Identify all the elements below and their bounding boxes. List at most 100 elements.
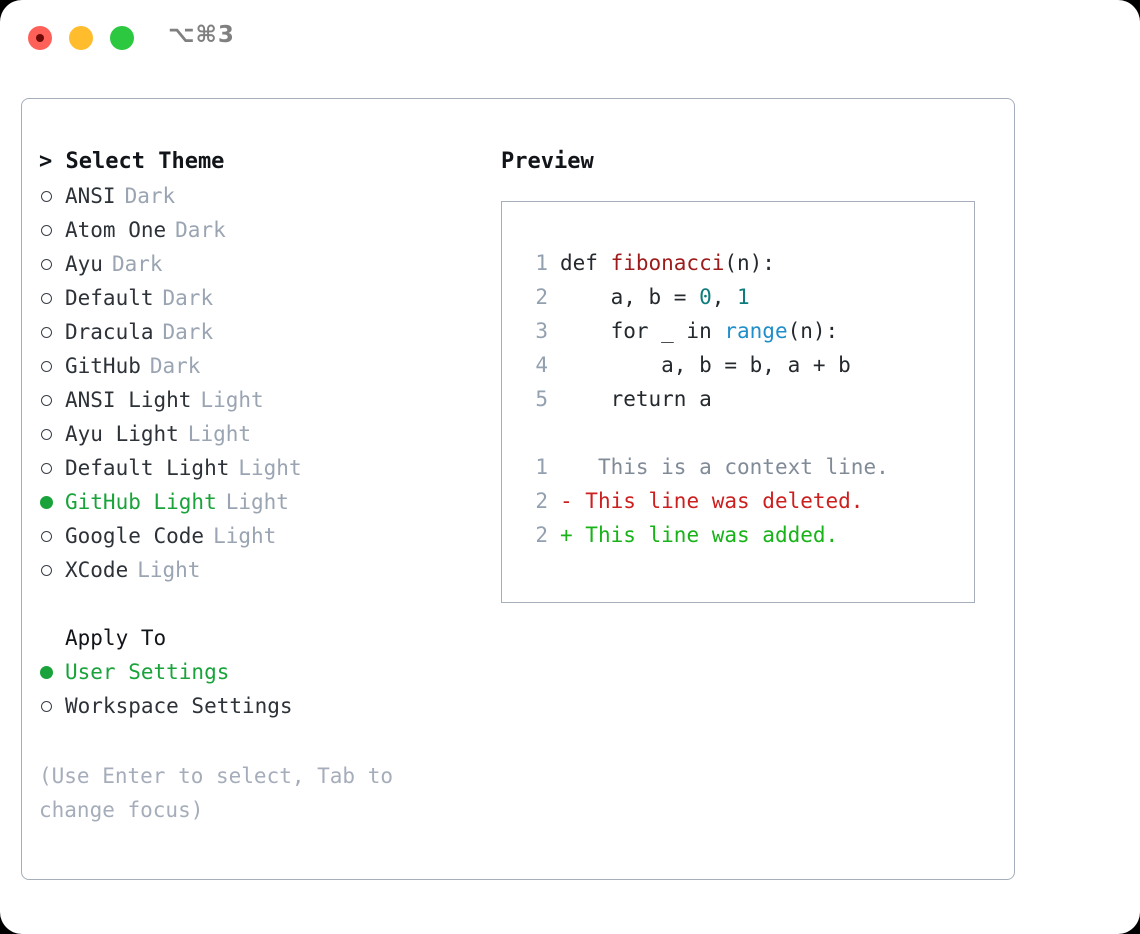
code-line-text: a, b = b, a + b [560,348,851,382]
diff-line-text: This line was deleted. [572,489,864,513]
theme-name-label: Ayu [65,252,103,276]
code-diff-spacer [522,416,974,450]
code-token-function: fibonacci [610,251,725,275]
radio-unselected-icon[interactable] [39,383,65,417]
radio-unselected-icon[interactable] [39,179,65,213]
code-line-number: 4 [535,353,548,377]
diff-marker: + [560,523,573,547]
radio-unselected-icon[interactable] [39,349,65,383]
theme-name-label: ANSI Light [65,388,192,412]
maximize-button-icon[interactable] [110,26,134,50]
diff-marker: - [560,489,573,513]
radio-selected-icon[interactable] [39,655,65,689]
code-line-number: 3 [535,319,548,343]
code-line-text: a, b = 0, 1 [560,280,750,314]
apply-to-item[interactable]: Workspace Settings [39,689,469,723]
preview-title: Preview [501,149,594,174]
radio-unselected-icon[interactable] [39,281,65,315]
theme-list-item[interactable]: GitHub Light Light [39,485,469,519]
theme-list-item[interactable]: Google Code Light [39,519,469,553]
theme-name-label: Atom One [65,218,167,242]
radio-unselected-icon[interactable] [39,689,65,723]
apply-to-item[interactable]: User Settings [39,655,469,689]
diff-sample: 1 This is a context line. 2- This line wa… [522,450,974,552]
code-token-plain: (n): [787,319,839,343]
keyboard-shortcut-label: ⌥⌘3 [168,22,235,48]
theme-kind-badge: Light [238,456,302,480]
diff-marker [560,450,573,484]
diff-line-number: 2 [535,523,548,547]
code-token-number: 1 [737,285,750,309]
code-line: 4 a, b = b, a + b [522,348,974,382]
theme-list-item[interactable]: Default Light Light [39,451,469,485]
theme-kind-badge: Light [137,558,201,582]
theme-kind-badge: Light [200,388,264,412]
theme-name-label: Default [65,286,154,310]
theme-list-item[interactable]: Ayu Light Light [39,417,469,451]
theme-kind-badge: Light [187,422,252,446]
radio-unselected-icon[interactable] [39,247,65,281]
code-token-plain: return a [560,387,712,411]
radio-unselected-icon[interactable] [39,519,65,553]
theme-kind-badge: Dark [162,320,214,344]
theme-list-item[interactable]: XCode Light [39,553,469,587]
diff-line-text: This line was added. [572,523,839,547]
diff-line-number: 1 [535,455,548,479]
title-bar: ⌥⌘3 [0,0,1140,78]
theme-name-label: Google Code [65,524,205,548]
theme-kind-badge: Dark [111,252,163,276]
code-token-plain: a, b = [560,285,700,309]
radio-unselected-icon[interactable] [39,553,65,587]
traffic-light-group [28,26,134,50]
theme-name-label: Dracula [65,320,154,344]
theme-list-item[interactable]: Atom One Dark [39,213,469,247]
radio-unselected-icon[interactable] [39,417,65,451]
theme-kind-badge: Dark [149,354,201,378]
code-token-builtin: range [724,319,788,343]
code-line-text: return a [560,382,712,416]
theme-name-label: Default Light [65,456,230,480]
code-line-number: 2 [535,285,548,309]
diff-line-number: 2 [535,489,548,513]
theme-list-item[interactable]: ANSI Light Light [39,383,469,417]
diff-line-text: This is a context line. [572,455,889,479]
close-button-icon[interactable] [28,26,52,50]
apply-to-label: User Settings [65,660,230,684]
code-token-plain: def [560,251,611,275]
code-line: 2 a, b = 0, 1 [522,280,974,314]
radio-unselected-icon[interactable] [39,213,65,247]
code-line-text: for _ in range(n): [560,314,839,348]
code-token-plain: , [711,285,738,309]
theme-name-label: GitHub Light [65,490,217,514]
radio-unselected-icon[interactable] [39,315,65,349]
diff-line-added: 2 + This line was added. [522,518,974,552]
radio-selected-icon[interactable] [39,485,65,519]
minimize-button-icon[interactable] [69,26,93,50]
radio-unselected-icon[interactable] [39,451,65,485]
theme-name-label: XCode [65,558,129,582]
diff-line-context: 1 This is a context line. [522,450,974,484]
theme-kind-badge: Light [213,524,277,548]
code-token-plain: (n): [724,251,775,275]
keyboard-hint-text: (Use Enter to select, Tab to change focu… [39,764,406,822]
theme-kind-badge: Light [225,490,289,514]
theme-list-item[interactable]: Dracula Dark [39,315,469,349]
theme-name-label: Ayu Light [65,422,179,446]
theme-name-label: ANSI [65,184,116,208]
theme-list-item[interactable]: Ayu Dark [39,247,469,281]
theme-kind-badge: Dark [175,218,226,242]
code-token-plain: for _ in [560,319,725,343]
code-token-number: 0 [699,285,712,309]
code-line-text: def fibonacci(n): [560,246,775,280]
